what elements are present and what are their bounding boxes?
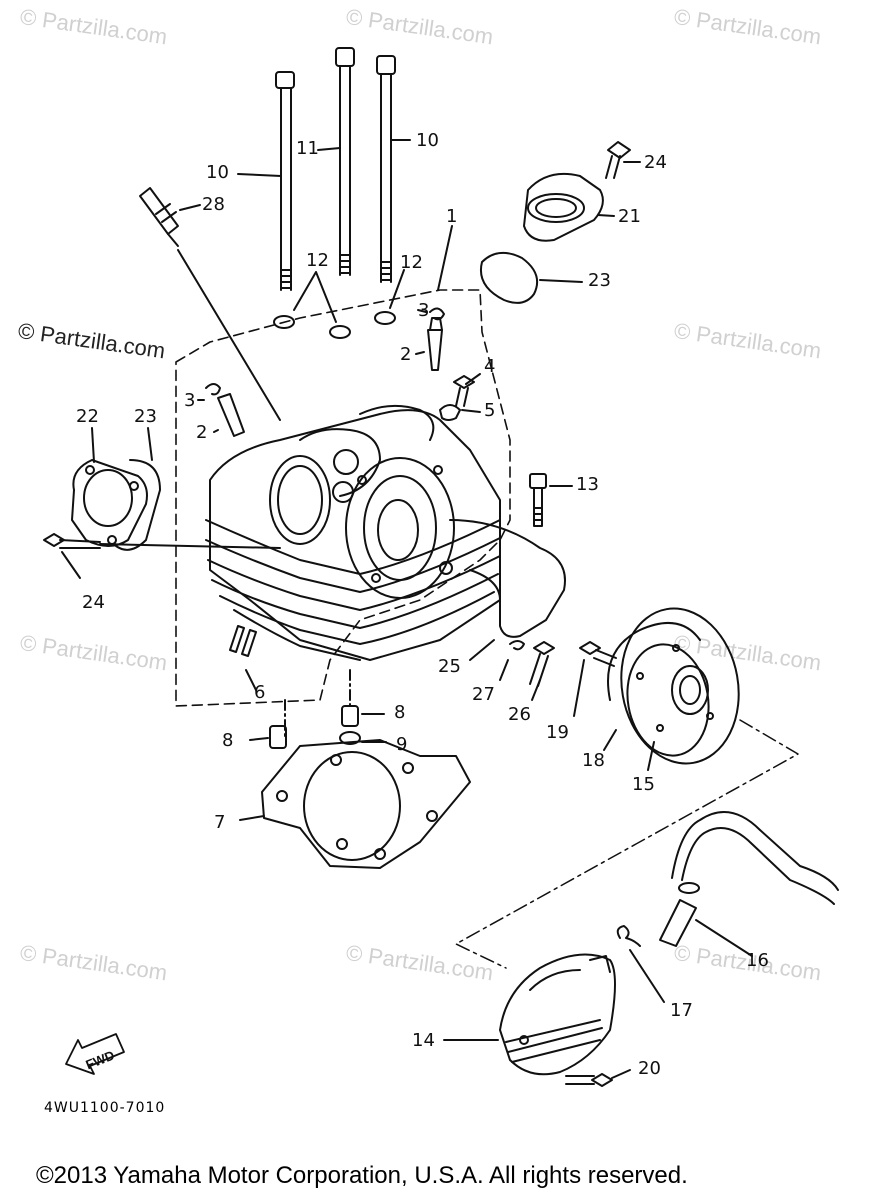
head-bolt-10-right <box>376 55 396 283</box>
callout-13: 13 <box>576 474 599 495</box>
valve-cover-14 <box>499 953 616 1076</box>
callout-10: 10 <box>416 130 439 151</box>
clip-3 <box>429 307 445 321</box>
bolt-4 <box>453 375 475 407</box>
callout-2: 2 <box>196 422 208 443</box>
bolt-26 <box>529 641 555 687</box>
gasket-18 <box>607 622 701 701</box>
bolt-13 <box>529 473 547 527</box>
callout-26: 26 <box>508 704 531 725</box>
diagram-part-number: 4WU1100-7010 <box>44 1100 166 1116</box>
valve-guide-2-left <box>217 393 245 437</box>
bolt-24 <box>605 141 631 179</box>
callout-1: 1 <box>446 206 458 227</box>
callout-5: 5 <box>484 400 496 421</box>
callout-8: 8 <box>394 702 406 723</box>
callout-7: 7 <box>214 812 226 833</box>
assembly-boundary <box>175 289 511 707</box>
callout-2: 2 <box>400 344 412 365</box>
dowel-8 <box>269 725 287 749</box>
callout-3: 3 <box>184 390 196 411</box>
callout-19: 19 <box>546 722 569 743</box>
callout-10: 10 <box>206 162 229 183</box>
head-gasket-7 <box>261 739 471 869</box>
head-bolt-10-left <box>275 71 295 291</box>
washer-12 <box>374 311 396 325</box>
washer-27 <box>509 640 525 651</box>
callout-25: 25 <box>438 656 461 677</box>
washer-12 <box>273 315 295 329</box>
washer-12 <box>329 325 351 339</box>
callout-27: 27 <box>472 684 495 705</box>
callout-3: 3 <box>418 300 430 321</box>
side-cover-22 <box>71 459 148 547</box>
valve-guide-2-right <box>427 317 443 371</box>
callout-21: 21 <box>618 206 641 227</box>
stud-bolts-6 <box>229 625 257 657</box>
copyright-notice: ©2013 Yamaha Motor Corporation, U.S.A. A… <box>36 1162 688 1189</box>
callout-4: 4 <box>484 356 496 377</box>
callout-18: 18 <box>582 750 605 771</box>
callout-12: 12 <box>306 250 329 271</box>
bolt-24 <box>43 533 101 549</box>
gasket-25 <box>449 519 566 638</box>
callout-20: 20 <box>638 1058 661 1079</box>
gasket-23 <box>480 251 538 304</box>
callout-24: 24 <box>82 592 105 613</box>
callout-28: 28 <box>202 194 225 215</box>
callout-6: 6 <box>254 682 266 703</box>
breather-hose-16 <box>659 811 839 947</box>
gasket-23 <box>115 459 161 551</box>
callout-16: 16 <box>746 950 769 971</box>
clip-3 <box>205 383 221 396</box>
cylinder-head <box>205 404 501 661</box>
callout-24: 24 <box>644 152 667 173</box>
callout-23: 23 <box>588 270 611 291</box>
spark-plug-28 <box>139 187 179 247</box>
head-bolt-11 <box>335 47 355 276</box>
forward-arrow-icon: FWD <box>65 1033 125 1075</box>
dowel-8 <box>341 705 359 727</box>
callout-12: 12 <box>400 252 423 273</box>
callout-22: 22 <box>76 406 99 427</box>
bolt-20 <box>565 1073 613 1087</box>
hose-clip-17 <box>616 925 641 947</box>
callout-23: 23 <box>134 406 157 427</box>
callout-11: 11 <box>296 138 319 159</box>
plug-5 <box>439 404 461 421</box>
cap-21 <box>523 172 604 242</box>
callout-8: 8 <box>222 730 234 751</box>
callout-15: 15 <box>632 774 655 795</box>
o-ring-9 <box>339 731 361 745</box>
fwd-label: FWD <box>83 1047 116 1072</box>
callout-14: 14 <box>412 1030 435 1051</box>
cover-plate-15 <box>620 607 740 765</box>
callout-9: 9 <box>396 734 408 755</box>
callout-17: 17 <box>670 1000 693 1021</box>
